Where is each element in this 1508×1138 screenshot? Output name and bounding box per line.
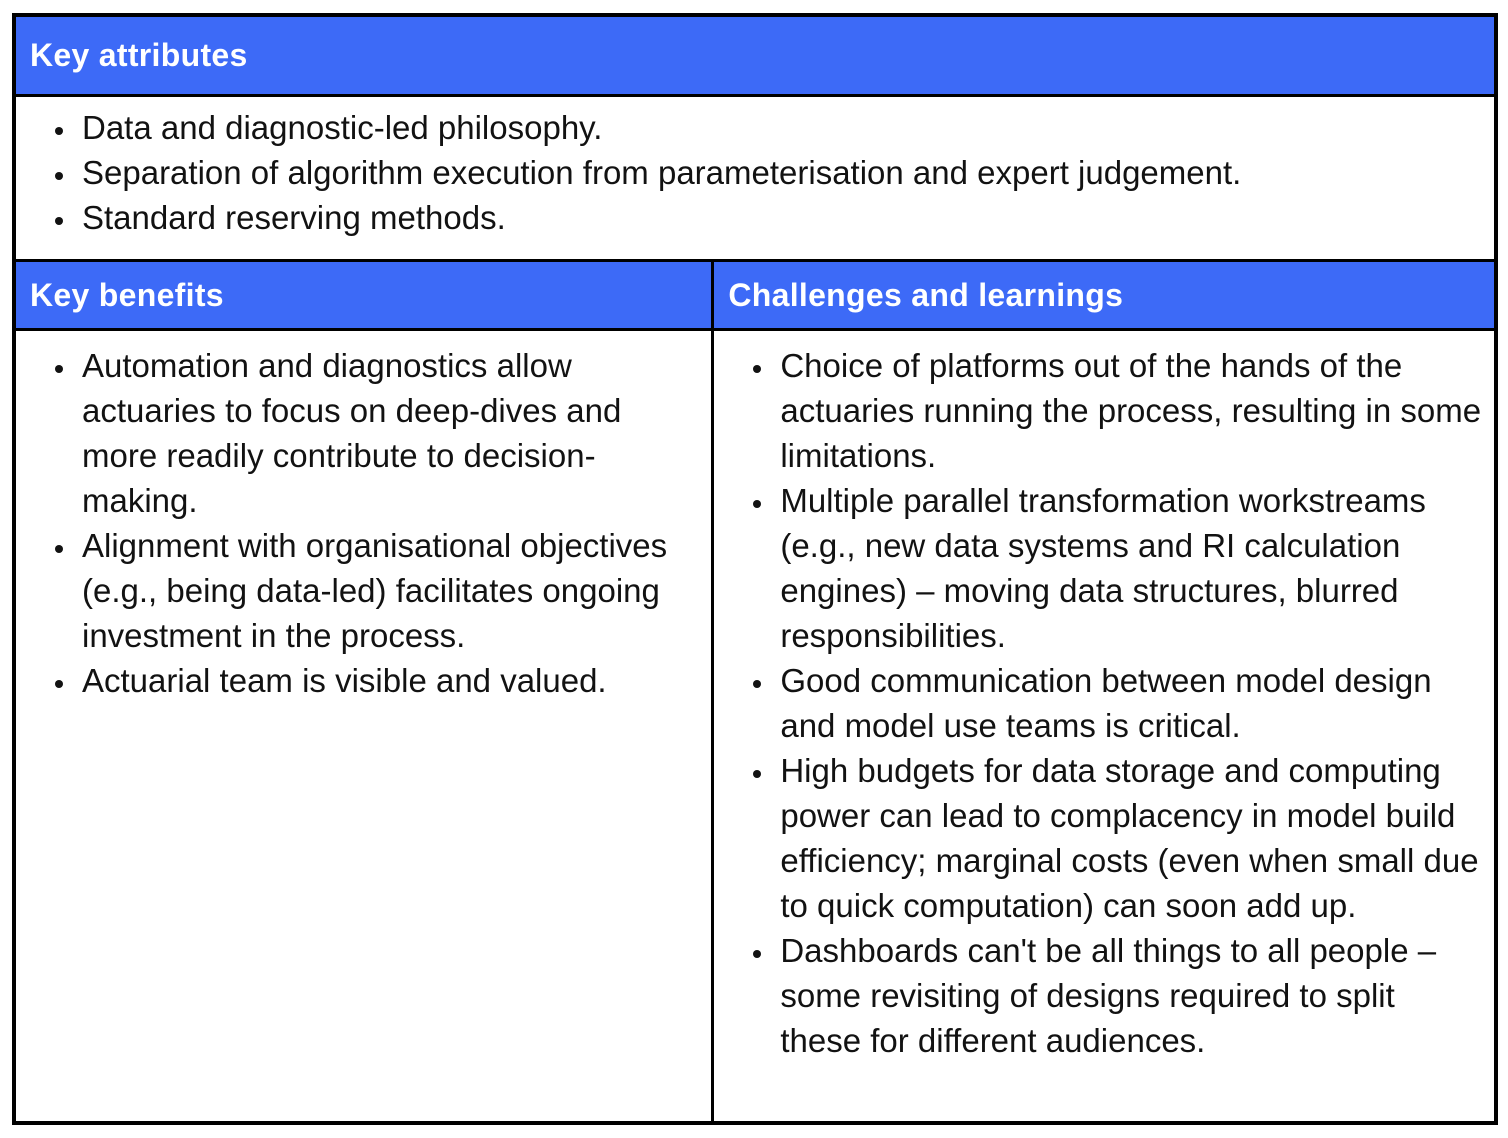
challenges-cell: Choice of platforms out of the hands of …	[714, 331, 1494, 1121]
key-attributes-cell: Data and diagnostic-led philosophy. Sepa…	[16, 97, 1494, 262]
bullet-item: Dashboards can't be all things to all pe…	[776, 928, 1484, 1063]
bullet-item: High budgets for data storage and comput…	[776, 748, 1484, 928]
challenges-header-row: Challenges and learnings	[714, 262, 1494, 328]
bullet-item: Standard reserving methods.	[78, 195, 1484, 240]
key-attributes-bullet-list: Data and diagnostic-led philosophy. Sepa…	[16, 97, 1494, 240]
bullet-item: Actuarial team is visible and valued.	[78, 658, 701, 703]
split-content-row: Automation and diagnostics allow actuari…	[16, 331, 1494, 1121]
key-benefits-bullet-list: Automation and diagnostics allow actuari…	[16, 331, 711, 703]
bullet-item: Choice of platforms out of the hands of …	[776, 343, 1484, 478]
bullet-item: Alignment with organisational objectives…	[78, 523, 701, 658]
key-benefits-cell: Automation and diagnostics allow actuari…	[16, 331, 715, 1121]
bullet-item: Multiple parallel transformation workstr…	[776, 478, 1484, 658]
bullet-item: Data and diagnostic-led philosophy.	[78, 105, 1484, 150]
challenges-header-label: Challenges and learnings	[728, 276, 1124, 313]
key-benefits-header-row: Key benefits	[16, 262, 715, 328]
key-benefits-header-label: Key benefits	[30, 276, 224, 313]
key-attributes-header-label: Key attributes	[30, 37, 248, 73]
bullet-item: Automation and diagnostics allow actuari…	[78, 343, 701, 523]
challenges-bullet-list: Choice of platforms out of the hands of …	[714, 331, 1494, 1063]
split-header-row: Key benefits Challenges and learnings	[16, 262, 1494, 331]
summary-table: Key attributes Data and diagnostic-led p…	[12, 13, 1498, 1125]
key-attributes-header-row: Key attributes	[16, 17, 1494, 97]
bullet-item: Separation of algorithm execution from p…	[78, 150, 1484, 195]
bullet-item: Good communication between model design …	[776, 658, 1484, 748]
